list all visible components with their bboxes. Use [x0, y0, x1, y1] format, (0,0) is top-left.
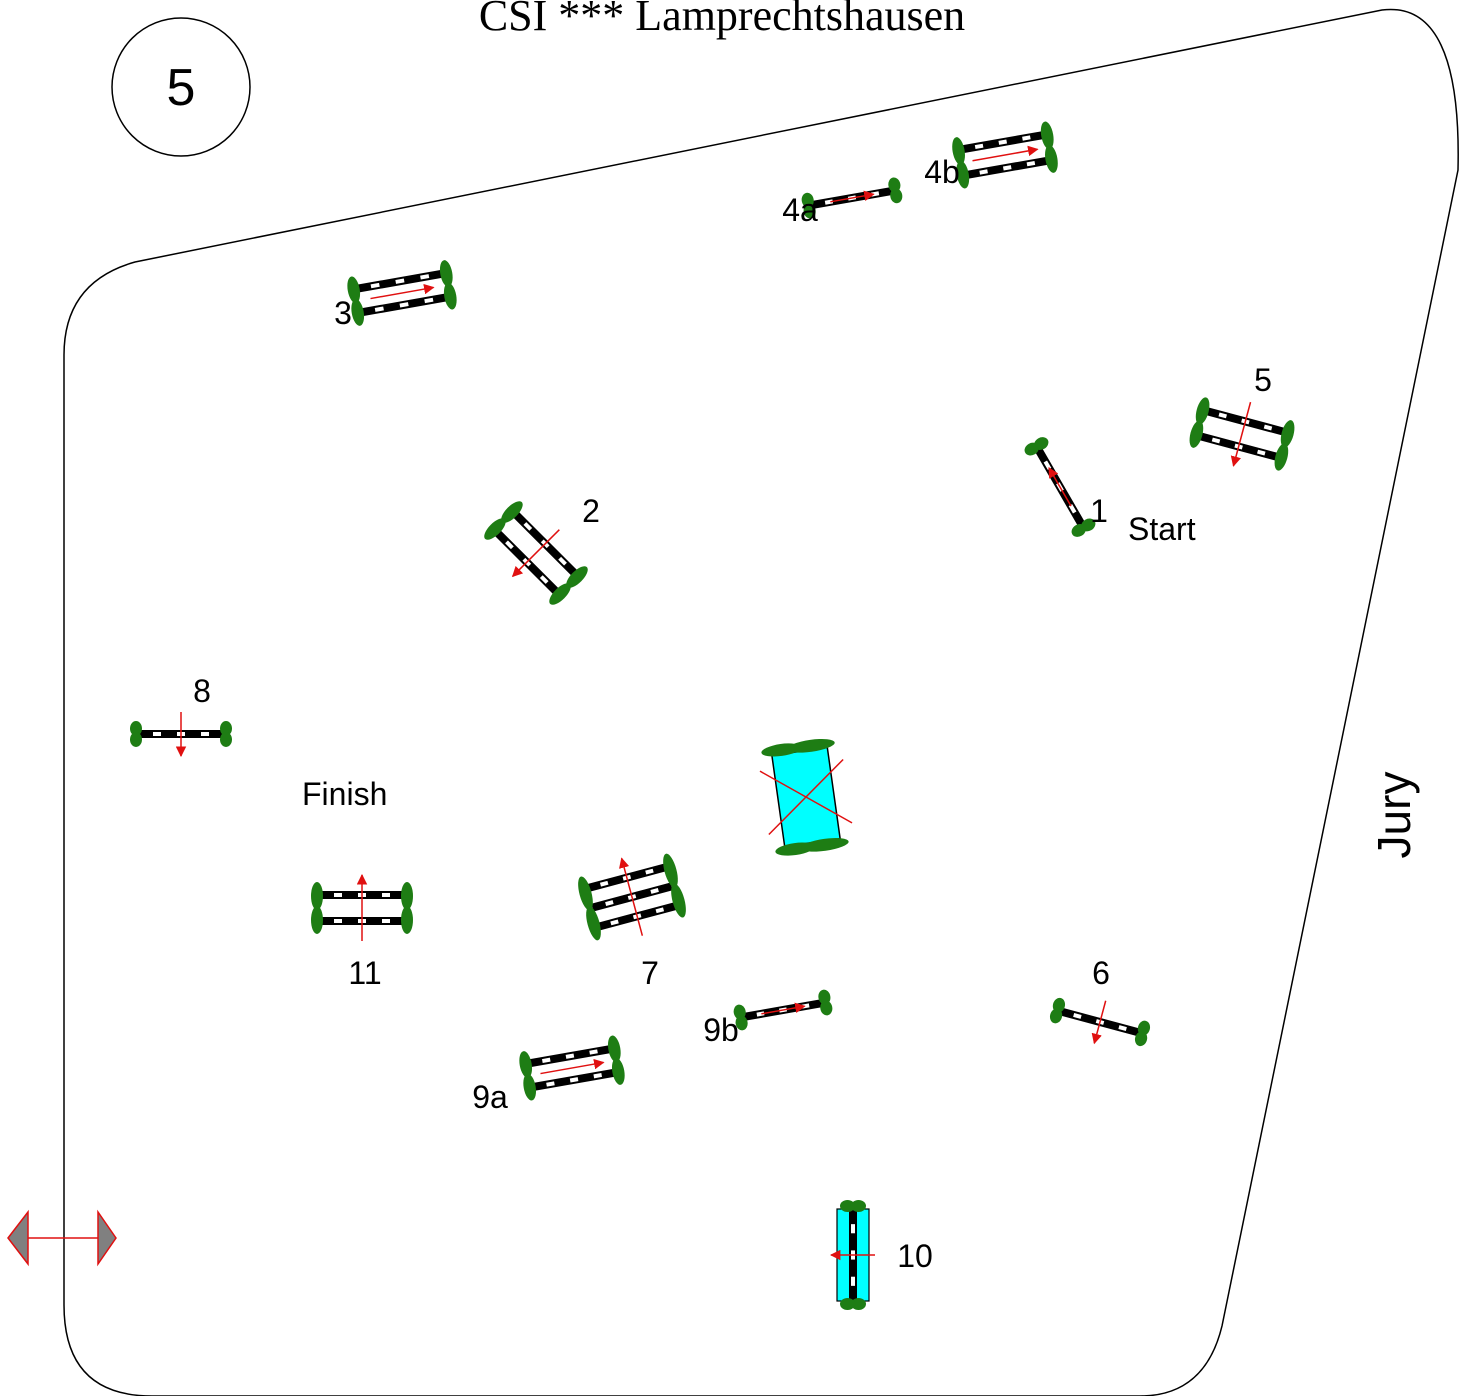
finish-label: Finish — [302, 776, 387, 812]
direction-arrow-icon — [370, 283, 435, 300]
obstacle-label-7: 7 — [641, 955, 659, 991]
obstacle-layer — [130, 121, 1295, 1310]
wing-icon — [130, 721, 142, 747]
obstacle-9b — [733, 989, 833, 1031]
wing-icon — [439, 260, 457, 310]
direction-arrow-icon — [619, 857, 644, 936]
obstacle-6 — [1049, 997, 1151, 1047]
obstacle-label-9a: 9a — [472, 1079, 508, 1115]
wing-icon — [549, 566, 588, 605]
obstacle-11 — [311, 873, 413, 941]
entrance-gate-icon — [7, 1209, 117, 1267]
page-title: CSI *** Lamprechtshausen — [479, 0, 965, 40]
obstacle-3 — [347, 260, 457, 326]
wing-icon — [733, 1004, 748, 1031]
obstacle-4a — [801, 177, 903, 219]
direction-arrow-icon — [511, 529, 560, 578]
direction-arrow-icon — [1091, 1000, 1107, 1045]
wing-icon — [311, 882, 323, 934]
obstacle-9a — [519, 1035, 625, 1101]
obstacle-7 — [578, 853, 686, 941]
direction-arrow-icon — [972, 145, 1039, 162]
wing-icon — [401, 882, 413, 934]
wing-icon — [663, 853, 686, 918]
wing-icon — [1024, 437, 1049, 456]
obstacle-1 — [1024, 437, 1096, 537]
wing-icon — [607, 1035, 625, 1085]
wing-icon — [1040, 121, 1058, 173]
obstacle-10 — [829, 1200, 875, 1310]
obstacle-label-6: 6 — [1092, 955, 1110, 991]
obstacle-5 — [1189, 397, 1295, 471]
wing-icon — [220, 721, 232, 747]
direction-arrow-icon — [761, 1002, 806, 1015]
direction-arrow-icon — [830, 190, 875, 203]
obstacle-4b — [952, 121, 1058, 189]
obstacle-2 — [484, 501, 588, 605]
wing-icon — [818, 989, 833, 1016]
obstacle-label-2: 2 — [582, 493, 600, 529]
start-label: Start — [1128, 511, 1196, 547]
wing-icon — [1049, 997, 1066, 1024]
obstacle-label-8: 8 — [193, 673, 211, 709]
wing-icon — [578, 876, 601, 941]
wing-icon — [840, 1298, 866, 1310]
obstacle-label-4b: 4b — [924, 154, 960, 190]
obstacle-label-4a: 4a — [782, 192, 818, 228]
wing-icon — [1071, 518, 1096, 537]
wing-icon — [888, 177, 903, 204]
wing-icon — [484, 501, 523, 540]
obstacle-label-10: 10 — [897, 1238, 933, 1274]
water-tray-obstacle — [759, 739, 853, 856]
wing-icon — [1274, 420, 1295, 471]
round-badge-label: 5 — [167, 59, 196, 117]
wing-icon — [840, 1200, 866, 1212]
direction-arrow-icon — [1230, 401, 1252, 467]
obstacle-label-1: 1 — [1090, 493, 1108, 529]
direction-arrow-icon — [1048, 467, 1072, 507]
jury-label: Jury — [1368, 772, 1420, 859]
obstacle-label-5: 5 — [1254, 362, 1272, 398]
wing-icon — [1134, 1020, 1151, 1047]
round-badge: 5 — [111, 17, 251, 157]
obstacle-8 — [130, 712, 232, 758]
direction-arrow-icon — [540, 1058, 605, 1075]
arena-outline — [63, 8, 1459, 1396]
obstacle-label-9b: 9b — [703, 1012, 739, 1048]
wing-icon — [952, 137, 970, 189]
obstacle-label-3: 3 — [334, 295, 352, 331]
wing-icon — [1189, 397, 1210, 448]
wing-icon — [347, 276, 365, 326]
wing-icon — [801, 192, 816, 219]
wing-icon — [519, 1051, 537, 1101]
obstacle-label-11: 11 — [348, 955, 381, 991]
